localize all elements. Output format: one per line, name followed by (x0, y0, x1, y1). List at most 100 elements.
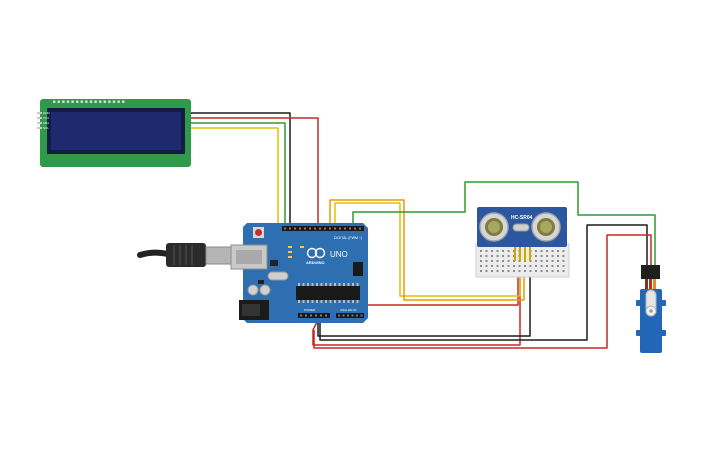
digital-pin (354, 227, 356, 230)
digital-pin (329, 227, 331, 230)
breadboard-hole (502, 265, 504, 267)
breadboard-hole (524, 270, 526, 272)
lcd-pin-label-scl: SCL (43, 126, 49, 130)
analog-pin (356, 314, 358, 317)
ultrasonic-sensor[interactable]: HC-SR04 (477, 207, 567, 261)
breadboard-hole (546, 250, 548, 252)
lcd-header-pin (71, 100, 74, 103)
breadboard-hole (485, 265, 488, 267)
analog-pin (338, 314, 340, 317)
arduino-capacitor (259, 284, 271, 296)
breadboard-hole (491, 270, 493, 272)
wire-lcd-scl[interactable] (190, 127, 279, 230)
breadboard-hole (502, 260, 504, 262)
wire-lcd-sda[interactable] (190, 122, 286, 230)
wire-sensor-trig-arduino[interactable] (334, 202, 400, 230)
breadboard-hole (535, 260, 537, 262)
breadboard-hole (496, 255, 499, 257)
arduino-analog-header[interactable] (336, 313, 364, 318)
digital-pin (284, 227, 286, 230)
breadboard-hole (562, 270, 565, 272)
breadboard-hole (551, 255, 554, 257)
chip-leg (311, 283, 314, 286)
chip-leg (356, 300, 359, 303)
lcd-header-pin (57, 100, 60, 103)
wire-sensor-gnd[interactable] (317, 262, 531, 337)
breadboard-hole (529, 270, 532, 272)
breadboard-hole (507, 255, 510, 257)
arduino-icsp-header (353, 262, 363, 276)
arduino-digital-label: DIGITAL (PWM ~) (334, 236, 362, 240)
chip-leg (356, 283, 359, 286)
breadboard-hole (491, 260, 493, 262)
sensor-crystal (512, 223, 530, 232)
power-pin (300, 314, 302, 317)
wire-lcd-gnd[interactable] (190, 112, 291, 230)
breadboard-hole (480, 265, 482, 267)
servo-connector (641, 265, 660, 279)
breadboard-hole (540, 270, 543, 272)
chip-leg (325, 300, 327, 303)
breadboard-hole (485, 255, 488, 257)
breadboard-hole (518, 265, 521, 267)
breadboard-hole (557, 265, 559, 267)
digital-pin (309, 227, 311, 230)
chip-leg (298, 283, 300, 286)
breadboard-hole (562, 265, 565, 267)
chip-leg (307, 300, 309, 303)
wire-sensor-trig[interactable] (399, 203, 521, 297)
breadboard-hole (540, 255, 543, 257)
breadboard-hole (480, 270, 482, 272)
digital-pin (319, 227, 321, 230)
breadboard-hole (546, 265, 548, 267)
breadboard-hole (485, 260, 488, 262)
chip-leg (352, 283, 354, 286)
arduino-analog-label: ANALOG IN (340, 308, 356, 312)
mini-breadboard[interactable] (475, 243, 570, 278)
chip-leg (302, 300, 305, 303)
chip-leg (311, 300, 314, 303)
breadboard-hole (496, 265, 499, 267)
breadboard-hole (496, 250, 499, 252)
digital-pin (334, 227, 336, 230)
breadboard-hole (551, 265, 554, 267)
lcd-header-pin (62, 100, 65, 103)
chip-leg (307, 283, 309, 286)
sensor-pins (514, 247, 531, 261)
lcd-pin-label-sda: SDA (43, 121, 49, 125)
breadboard-hole (557, 250, 559, 252)
sensor-pin (529, 247, 531, 261)
breadboard-hole (507, 265, 510, 267)
wires (190, 112, 656, 349)
digital-pin (344, 227, 346, 230)
servo-motor[interactable] (636, 265, 666, 353)
chip-leg (302, 283, 305, 286)
wire-sensor-echo[interactable] (329, 199, 525, 301)
lcd-header-pin (122, 100, 125, 103)
lcd-header-pin (117, 100, 120, 103)
wire-servo-vcc[interactable] (313, 234, 652, 349)
lcd-header-pin (99, 100, 102, 103)
lcd-header-pin (112, 100, 116, 103)
chip-leg (343, 300, 345, 303)
arduino-uno[interactable]: DIGITAL (PWM ~) ARDUINO UNO POWER ANALOG… (230, 223, 368, 323)
analog-pin (351, 314, 354, 317)
lcd-pin-label-vcc: VCC (43, 116, 50, 120)
lcd-display[interactable]: GND VCC SDA SCL (37, 99, 191, 167)
wire-servo-gnd[interactable] (319, 224, 648, 341)
breadboard-hole (513, 265, 515, 267)
wire-servo-signal[interactable] (352, 181, 656, 265)
arduino-power-header[interactable] (298, 313, 330, 318)
usb-cable[interactable] (137, 243, 233, 267)
wire-lcd-vcc[interactable] (190, 117, 521, 346)
breadboard-hole (557, 270, 559, 272)
breadboard-hole (496, 270, 499, 272)
breadboard-hole (485, 250, 488, 252)
arduino-digital-header[interactable] (282, 226, 364, 231)
digital-pin (339, 227, 341, 230)
lcd-header-pin (85, 100, 88, 103)
servo-lead-wires (645, 279, 656, 291)
breadboard-hole (535, 255, 537, 257)
breadboard-hole (557, 260, 559, 262)
digital-pin (324, 227, 326, 230)
